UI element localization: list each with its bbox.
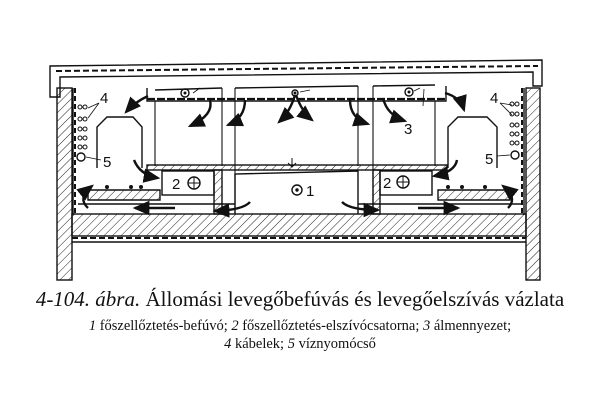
- label-blower: 1: [306, 183, 314, 200]
- left-cables: [77, 104, 88, 150]
- legend-num: 2: [231, 318, 239, 334]
- figure-title: Állomási levegőbefúvás és levegőelszívás…: [145, 287, 565, 311]
- label-false-ceiling: 3: [404, 121, 412, 138]
- platform-slab: [146, 164, 448, 171]
- legend-num: 1: [88, 318, 97, 334]
- label-exhaust-duct-right: 2: [383, 175, 391, 192]
- legend-num: 5: [287, 336, 295, 352]
- label-water-pipe-right: 5: [485, 151, 493, 168]
- left-water-pipe: [76, 152, 86, 162]
- legend-text: kábelek;: [234, 336, 285, 352]
- left-trackbed: [87, 189, 161, 201]
- blower-duct: [234, 170, 359, 214]
- right-cables: [509, 101, 520, 146]
- label-water-pipe-left: 5: [103, 154, 111, 171]
- left-train: [96, 116, 143, 168]
- right-water-pipe: [510, 150, 520, 160]
- legend-text: álmennyezet;: [433, 318, 512, 334]
- label-cables-left: 4: [100, 90, 108, 107]
- legend-text: víznyomócső: [298, 336, 376, 352]
- figure-caption-title: 4-104. ábra. Állomási levegőbefúvás és l…: [0, 287, 600, 312]
- label-cables-right: 4: [490, 90, 498, 107]
- airflow-arrows: [76, 91, 519, 218]
- right-wall: [525, 87, 541, 281]
- legend-text: főszellőztetés-befúvó;: [99, 318, 228, 334]
- left-wall: [56, 87, 73, 281]
- legend-text: főszellőztetés-elszívócsatorna;: [242, 318, 420, 334]
- floor-slab: [71, 213, 527, 237]
- label-exhaust-duct-left: 2: [172, 176, 180, 193]
- legend-num: 3: [423, 318, 431, 334]
- roof: [49, 59, 543, 98]
- right-train: [447, 116, 498, 168]
- figure-number: 4-104. ábra.: [35, 287, 141, 311]
- legend-num: 4: [224, 336, 232, 352]
- right-trackbed: [437, 189, 511, 201]
- figure-legend-line-2: 4 kábelek; 5 víznyomócső: [0, 336, 600, 353]
- station-ventilation-diagram: 4 5 4 5 3 1 2 2: [49, 59, 543, 281]
- figure-legend-line-1: 1 főszellőztetés-befúvó; 2 főszellőzteté…: [0, 318, 600, 335]
